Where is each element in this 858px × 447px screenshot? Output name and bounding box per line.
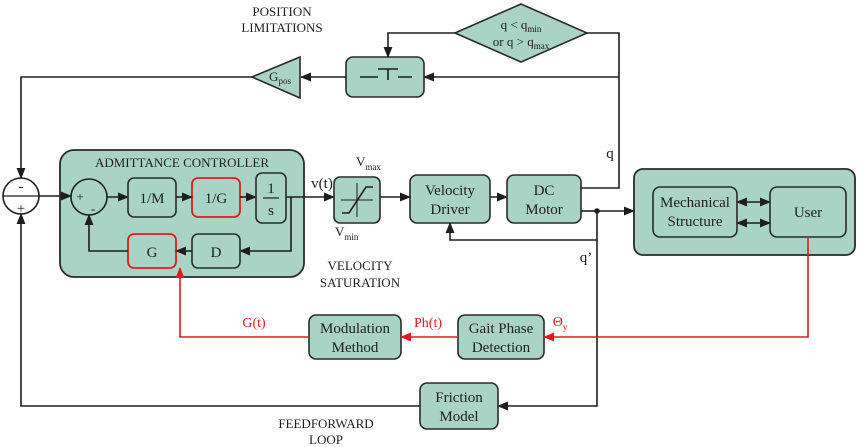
damping-d-block: D <box>191 233 241 269</box>
gait-phase-detection-block: Gait Phase Detection <box>457 314 545 360</box>
svg-text:+: + <box>17 201 25 217</box>
position-limitations-label: POSITION <box>252 4 312 19</box>
svg-text:G: G <box>147 245 158 261</box>
svg-text:Friction: Friction <box>435 390 483 406</box>
position-switch-block <box>345 56 425 98</box>
admittance-controller-block: ADMITTANCE CONTROLLER <box>59 149 305 278</box>
svg-text:Velocity: Velocity <box>425 183 475 199</box>
phase-signal-label: Ph(t) <box>414 316 442 331</box>
vmin-label: Vmin <box>335 224 359 242</box>
velocity-saturation-label: SATURATION <box>320 275 401 290</box>
inverse-mass-block: 1/M <box>127 177 177 218</box>
signal-wires <box>16 32 772 411</box>
position-limitations-label: LIMITATIONS <box>241 20 322 35</box>
svg-text:Method: Method <box>332 340 379 356</box>
outer-summing-junction: - + <box>2 177 40 217</box>
velocity-driver-block: Velocity Driver <box>409 174 491 224</box>
vmax-label: Vmax <box>356 154 381 172</box>
svg-text:q < qmin: q < qmin <box>501 17 542 34</box>
velocity-signal-label: v(t) <box>311 176 333 192</box>
svg-text:Modulation: Modulation <box>320 321 390 337</box>
gait-phase-wires <box>175 237 809 342</box>
theta-y-label: Θy <box>553 315 568 332</box>
svg-text:1: 1 <box>267 181 275 197</box>
dc-motor-block: DC Motor <box>506 174 582 224</box>
q-prime-label: q’ <box>580 250 593 266</box>
svg-text:Model: Model <box>439 409 478 425</box>
svg-text:s: s <box>268 203 274 219</box>
svg-text:Gpos: Gpos <box>269 69 291 86</box>
user-block: User <box>769 186 847 238</box>
svg-text:1/M: 1/M <box>139 191 164 207</box>
mechanical-structure-block: Mechanical Structure <box>652 186 738 238</box>
svg-text:D: D <box>211 245 222 261</box>
gain-signal-label: G(t) <box>242 316 266 331</box>
svg-text:+: + <box>76 189 83 204</box>
svg-text:ADMITTANCE CONTROLLER: ADMITTANCE CONTROLLER <box>95 155 269 170</box>
svg-text:or q > qmax: or q > qmax <box>493 34 550 51</box>
svg-text:Gait Phase: Gait Phase <box>469 321 534 337</box>
svg-text:1/G: 1/G <box>205 191 228 207</box>
svg-text:Driver: Driver <box>430 202 469 218</box>
saturation-block <box>333 176 381 224</box>
svg-text:User: User <box>794 205 822 221</box>
svg-text:Detection: Detection <box>472 340 531 356</box>
svg-text:Structure: Structure <box>668 214 723 230</box>
inner-summing-junction: + - <box>70 178 108 216</box>
svg-text:Mechanical: Mechanical <box>660 195 730 211</box>
friction-model-block: Friction Model <box>419 382 499 430</box>
modulation-method-block: Modulation Method <box>308 314 402 360</box>
inverse-gain-block: 1/G <box>191 177 241 218</box>
velocity-saturation-label: VELOCITY <box>328 258 394 273</box>
feedforward-loop-label: LOOP <box>309 432 343 447</box>
feedforward-loop-label: FEEDFORWARD <box>278 416 373 431</box>
q-label: q <box>606 146 614 162</box>
position-condition-block: q < qmin or q > qmax <box>453 3 589 63</box>
svg-text:-: - <box>19 179 24 195</box>
integrator-block: 1 s <box>255 172 287 224</box>
gpos-gain-block: Gpos <box>249 55 301 100</box>
gain-g-block: G <box>127 233 177 269</box>
svg-text:DC: DC <box>534 183 555 199</box>
svg-text:-: - <box>91 201 95 216</box>
svg-text:Motor: Motor <box>525 202 563 218</box>
